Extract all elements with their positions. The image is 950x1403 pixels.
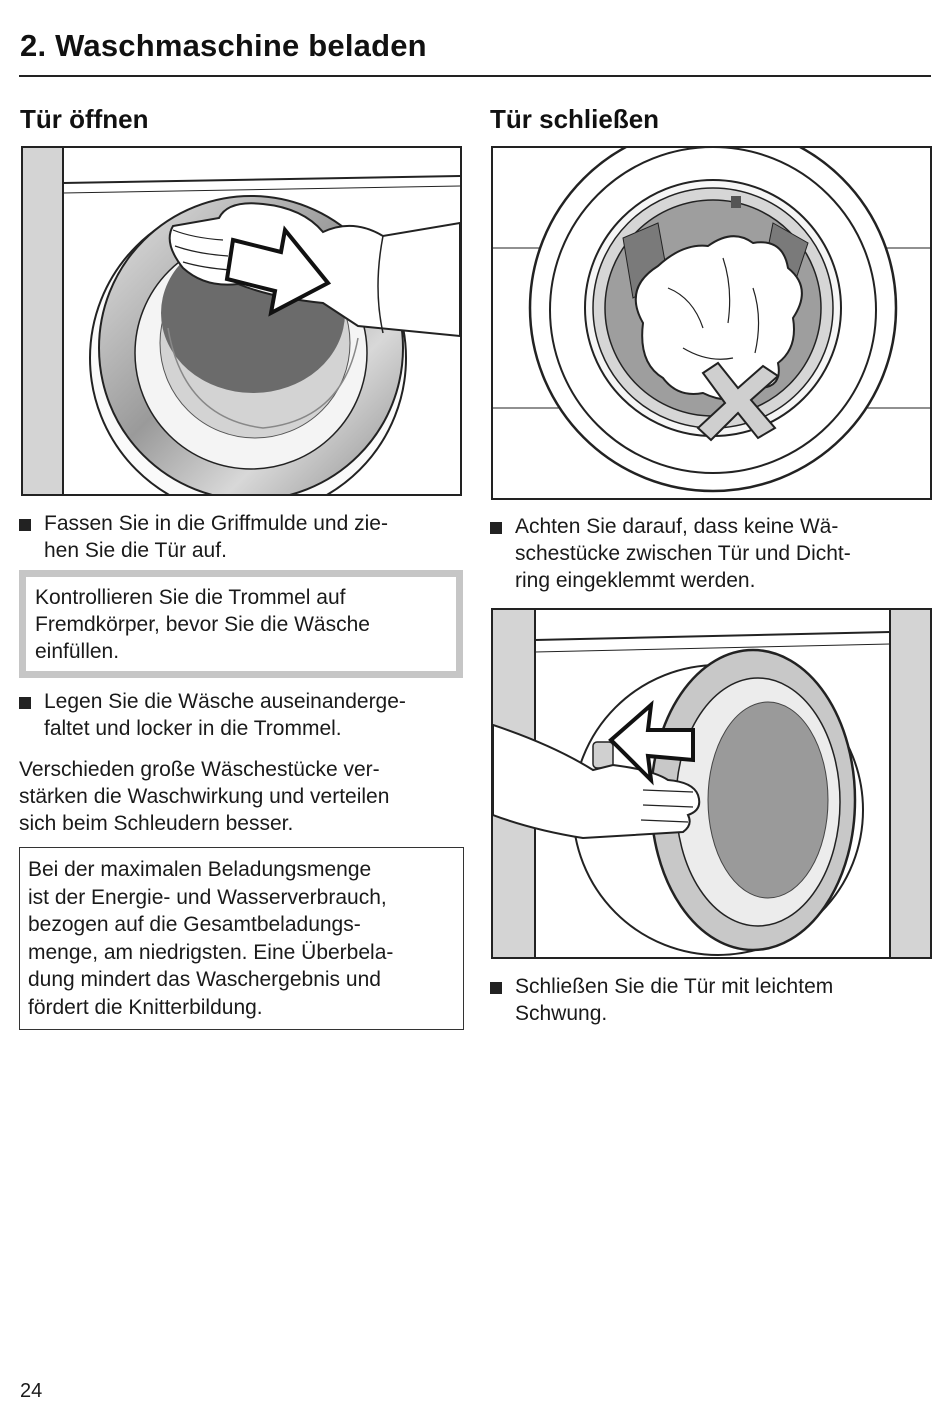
page-number: 24: [20, 1380, 43, 1402]
instruction-open-door: Fassen Sie in die Griffmulde und zie- he…: [19, 510, 463, 566]
illustration-close-door: [491, 608, 932, 959]
instruction-check-seal: Achten Sie darauf, dass keine Wä- schest…: [490, 513, 932, 597]
instruction-close-door: Schließen Sie die Tür mit leichtem Schwu…: [490, 973, 932, 1029]
instruction-text: Fassen Sie in die Griffmulde und zie- he…: [44, 512, 388, 562]
bullet-square-icon: [19, 697, 31, 709]
paragraph-laundry-sizes: Verschieden große Wäschestücke ver- stär…: [19, 758, 390, 835]
title-divider: [19, 75, 931, 77]
bullet-square-icon: [19, 519, 31, 531]
bullet-square-icon: [490, 982, 502, 994]
bullet-square-icon: [490, 522, 502, 534]
note-check-drum: Kontrollieren Sie die Trommel auf Fremdk…: [19, 570, 463, 678]
illustration-no-laundry-in-door: [491, 146, 932, 500]
heading-open-door: Tür öffnen: [20, 104, 149, 134]
instruction-text: Legen Sie die Wäsche auseinanderge- falt…: [44, 690, 406, 740]
instruction-load-laundry: Legen Sie die Wäsche auseinanderge- falt…: [19, 688, 463, 744]
illustration-open-door: [21, 146, 462, 496]
instruction-text: Schließen Sie die Tür mit leichtem Schwu…: [515, 975, 834, 1025]
instruction-text: Achten Sie darauf, dass keine Wä- schest…: [515, 515, 851, 592]
page-title: 2. Waschmaschine beladen: [20, 28, 427, 63]
heading-close-door: Tür schließen: [490, 104, 660, 134]
note-max-load: Bei der maximalen Beladungsmenge ist der…: [19, 847, 464, 1030]
